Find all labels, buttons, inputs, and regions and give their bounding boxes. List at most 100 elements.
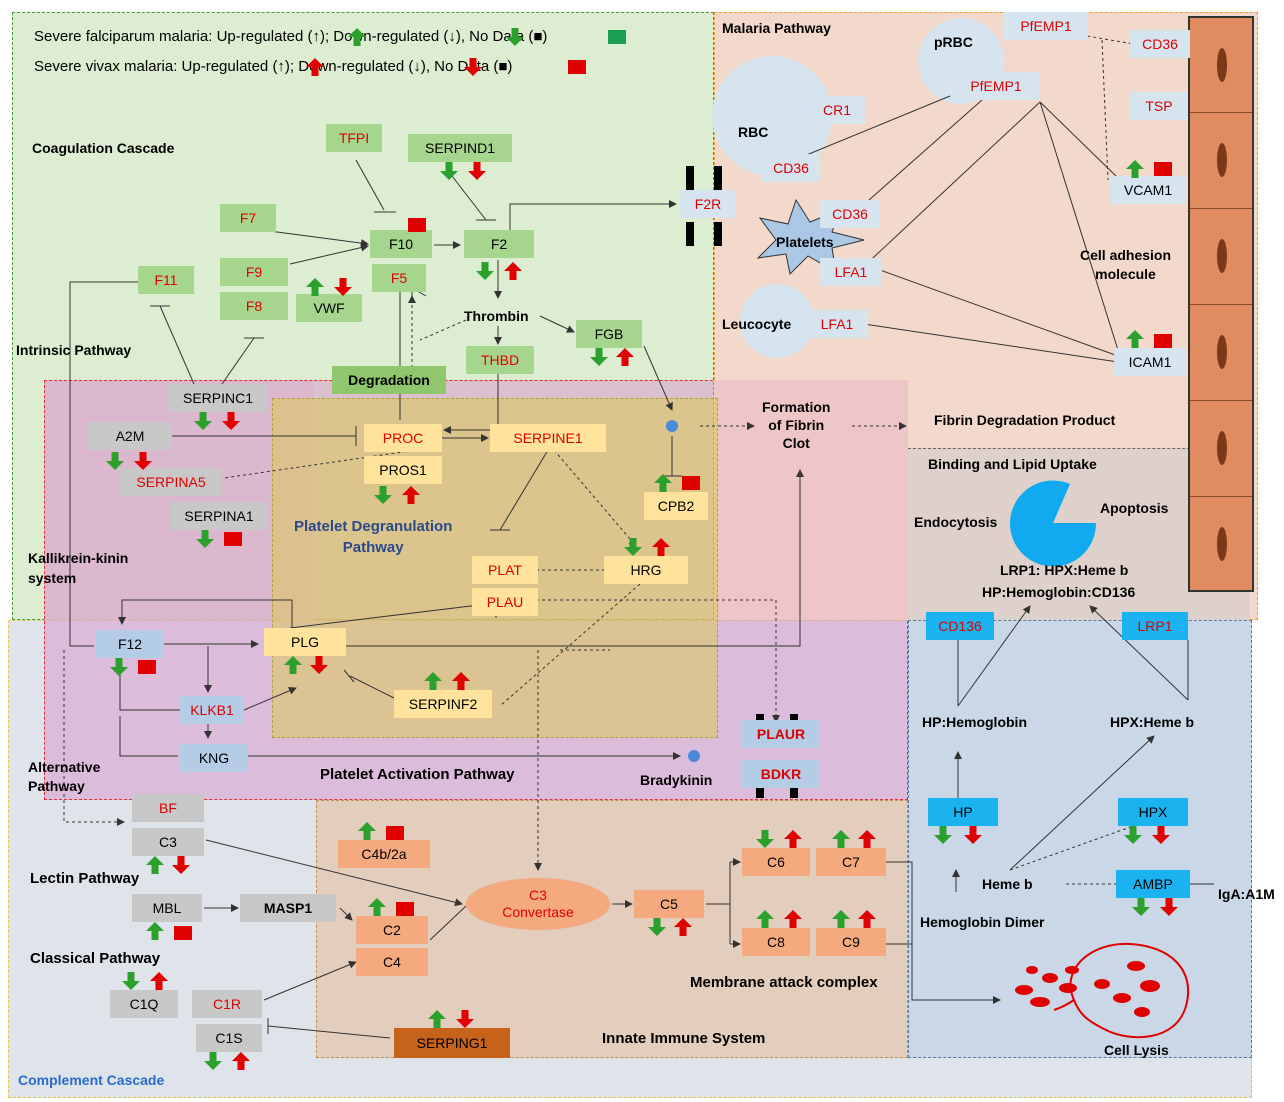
- node-lfa1-leucocyte: LFA1: [806, 310, 868, 338]
- up-arrow-icon: [1126, 160, 1144, 178]
- node-plat: PLAT: [472, 556, 538, 584]
- down-arrow-icon: [194, 412, 212, 430]
- node-mbl: MBL: [132, 894, 202, 922]
- up-arrow-icon: [784, 910, 802, 928]
- label-prbc: pRBC: [934, 34, 973, 50]
- node-pros1: PROS1: [364, 456, 442, 484]
- label-lectin: Lectin Pathway: [30, 870, 140, 887]
- label-hp-hemoglobin: HP:Hemoglobin: [922, 714, 1027, 730]
- up-arrow-icon: [424, 672, 442, 690]
- down-arrow-icon: [204, 1052, 222, 1070]
- up-arrow-icon: [832, 910, 850, 928]
- no-data-icon: [408, 218, 426, 232]
- label-cell-adhesion: Cell adhesion molecule: [1080, 247, 1172, 282]
- node-bdkr: BDKR: [742, 760, 820, 788]
- node-f11: F11: [138, 266, 194, 294]
- label-iga: IgA:A1M: [1218, 886, 1275, 902]
- up-arrow-icon: [504, 262, 522, 280]
- down-arrow-icon: [506, 28, 524, 46]
- node-kng: KNG: [180, 744, 248, 772]
- down-arrow-icon: [624, 538, 642, 556]
- node-f2r: F2R: [680, 190, 736, 218]
- down-arrow-icon: [374, 486, 392, 504]
- label-hemoglobin-dimer: Hemoglobin Dimer: [920, 914, 1045, 930]
- label-platelets: Platelets: [776, 234, 834, 250]
- node-plaur: PLAUR: [742, 720, 820, 748]
- no-data-icon: [682, 476, 700, 490]
- label-platelet-degranulation: Platelet Degranulation Pathway: [294, 518, 453, 556]
- node-c9: C9: [816, 928, 886, 956]
- up-arrow-icon: [146, 922, 164, 940]
- down-arrow-icon: [222, 412, 240, 430]
- down-arrow-icon: [648, 918, 666, 936]
- node-fgb: FGB: [576, 320, 642, 348]
- node-f10: F10: [370, 230, 432, 258]
- down-arrow-icon: [1160, 898, 1178, 916]
- label-intrinsic: Intrinsic Pathway: [16, 342, 132, 358]
- node-hpx: HPX: [1118, 798, 1188, 826]
- up-arrow-icon: [306, 58, 324, 76]
- label-lrp1-hpx: LRP1: HPX:Heme b: [1000, 562, 1129, 578]
- node-plg: PLG: [264, 628, 346, 656]
- no-data-icon: [1154, 334, 1172, 348]
- up-arrow-icon: [652, 538, 670, 556]
- no-data-icon: [386, 826, 404, 840]
- node-vwf: VWF: [296, 294, 362, 322]
- up-arrow-icon: [368, 898, 386, 916]
- down-arrow-icon: [110, 658, 128, 676]
- node-icam1: ICAM1: [1114, 348, 1186, 376]
- node-cpb2: CPB2: [644, 492, 708, 520]
- node-vcam1: VCAM1: [1110, 176, 1186, 204]
- up-arrow-icon: [784, 830, 802, 848]
- up-arrow-icon: [452, 672, 470, 690]
- no-data-icon: [138, 660, 156, 674]
- node-cr1: CR1: [808, 96, 866, 124]
- leucocyte-cell: [740, 284, 814, 358]
- node-c3-convertase: C3 Convertase: [466, 878, 610, 930]
- up-arrow-icon: [146, 856, 164, 874]
- down-arrow-icon: [134, 452, 152, 470]
- up-arrow-icon: [402, 486, 420, 504]
- label-complement: Complement Cascade: [18, 1072, 165, 1088]
- node-plau: PLAU: [472, 588, 538, 616]
- node-f9: F9: [220, 258, 288, 286]
- label-formation-clot: Formation of Fibrin Clot: [762, 399, 831, 451]
- node-f7: F7: [220, 204, 276, 232]
- up-arrow-icon: [858, 910, 876, 928]
- node-c5: C5: [634, 890, 704, 918]
- down-arrow-icon: [1152, 826, 1170, 844]
- no-data-icon: [1154, 162, 1172, 176]
- label-kallikrein: Kallikrein-kinin system: [28, 550, 129, 586]
- up-arrow-icon: [428, 1010, 446, 1028]
- up-arrow-icon: [358, 822, 376, 840]
- label-fibrin-degradation: Fibrin Degradation Product: [934, 412, 1116, 428]
- node-f12: F12: [96, 630, 164, 658]
- up-arrow-icon: [232, 1052, 250, 1070]
- label-endocytosis: Endocytosis: [914, 514, 998, 530]
- up-arrow-icon: [674, 918, 692, 936]
- node-proc: PROC: [364, 424, 442, 452]
- node-a2m: A2M: [88, 422, 172, 450]
- label-malaria: Malaria Pathway: [722, 20, 831, 36]
- label-classical: Classical Pathway: [30, 950, 161, 967]
- down-arrow-icon: [440, 162, 458, 180]
- node-c1r: C1R: [192, 990, 262, 1018]
- label-bradykinin: Bradykinin: [640, 772, 713, 788]
- no-data-icon: [396, 902, 414, 916]
- legend-vivax: Severe vivax malaria: Up-regulated (↑); …: [34, 58, 513, 75]
- down-arrow-icon: [756, 830, 774, 848]
- node-pfemp1-mid: PfEMP1: [952, 72, 1040, 100]
- down-arrow-icon: [464, 58, 482, 76]
- label-mac: Membrane attack complex: [690, 974, 878, 991]
- node-serpina1: SERPINA1: [170, 502, 268, 530]
- node-masp1: MASP1: [240, 894, 336, 922]
- up-arrow-icon: [756, 910, 774, 928]
- node-thbd: THBD: [466, 346, 534, 374]
- down-arrow-icon: [934, 826, 952, 844]
- label-apoptosis: Apoptosis: [1100, 500, 1169, 516]
- label-heme-b: Heme b: [982, 876, 1033, 892]
- node-pfemp1-top: PfEMP1: [1004, 12, 1088, 40]
- up-arrow-icon: [654, 474, 672, 492]
- node-f5: F5: [372, 264, 426, 292]
- node-serpind1: SERPIND1: [408, 134, 512, 162]
